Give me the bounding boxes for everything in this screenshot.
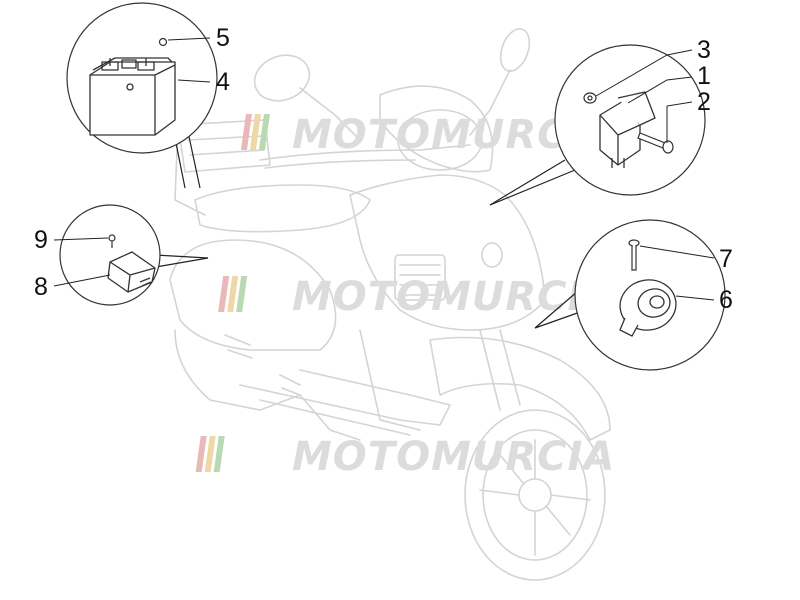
small-screw-part bbox=[108, 234, 116, 248]
terminal-screw bbox=[158, 37, 168, 47]
bolt-part bbox=[637, 132, 674, 154]
nut-part bbox=[583, 92, 597, 104]
callout-leader-line bbox=[627, 76, 693, 104]
callout-number: 6 bbox=[719, 286, 733, 314]
horn-part bbox=[619, 279, 677, 337]
control-unit-part bbox=[107, 251, 156, 293]
callout-leader-line bbox=[53, 237, 109, 241]
callout-number: 8 bbox=[34, 273, 48, 301]
watermark: MOTOMURCIA bbox=[218, 274, 615, 320]
right-mirror bbox=[499, 28, 531, 72]
watermark-text: MOTOMURCIA bbox=[292, 274, 615, 320]
callout-leader-line bbox=[177, 79, 211, 83]
watermark-stripe bbox=[236, 276, 248, 312]
left-mirror bbox=[253, 54, 311, 102]
callout-number: 9 bbox=[34, 226, 48, 254]
callout-leader-line bbox=[53, 274, 111, 287]
watermark-stripe bbox=[240, 114, 252, 150]
callout-number: 3 bbox=[697, 36, 711, 64]
watermark-stripe bbox=[213, 436, 225, 472]
callout-2: 2 bbox=[666, 88, 711, 143]
callout-6: 6 bbox=[675, 286, 733, 314]
callout-number: 2 bbox=[697, 88, 711, 116]
callout-leader-line bbox=[595, 49, 693, 97]
battery-part bbox=[89, 57, 176, 136]
callout-7: 7 bbox=[639, 245, 733, 273]
watermark-stripe bbox=[258, 114, 270, 150]
scooter-outline bbox=[169, 28, 611, 581]
callout-number: 7 bbox=[719, 245, 733, 273]
callout-leader-line bbox=[639, 245, 715, 259]
callout-group: 12 3 4 5 6 7 8 9 bbox=[34, 24, 733, 314]
callout-3: 3 bbox=[595, 36, 711, 97]
callout-leader-line bbox=[666, 101, 693, 143]
watermark-stripe bbox=[204, 436, 216, 472]
callout-leader-line bbox=[167, 37, 211, 41]
callout-9: 9 bbox=[34, 226, 109, 254]
callout-5: 5 bbox=[167, 24, 230, 52]
watermark-stripe bbox=[249, 114, 261, 150]
watermark: MOTOMURCIA bbox=[195, 434, 615, 480]
horn-screw-part bbox=[628, 239, 640, 271]
callout-1: 1 bbox=[627, 62, 711, 104]
callout-8: 8 bbox=[34, 273, 111, 301]
watermark-stripe bbox=[218, 276, 230, 312]
callout-number: 4 bbox=[216, 68, 230, 96]
watermark-stripe bbox=[195, 436, 207, 472]
callout-leader-line bbox=[675, 295, 715, 301]
callout-number: 5 bbox=[216, 24, 230, 52]
watermark-text: MOTOMURCIA bbox=[292, 434, 615, 480]
relay-part bbox=[599, 91, 656, 168]
watermark-stripe bbox=[227, 276, 239, 312]
callout-number: 1 bbox=[697, 62, 711, 90]
callout-4: 4 bbox=[177, 68, 230, 96]
